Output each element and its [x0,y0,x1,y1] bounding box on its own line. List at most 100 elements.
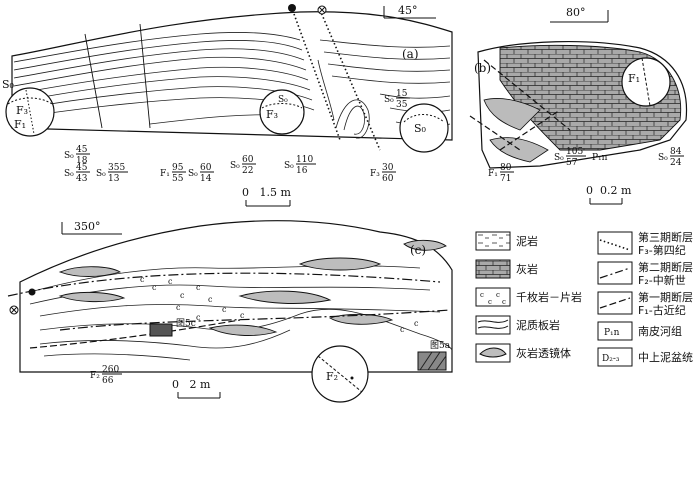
measurement: F₂ 260 66 [90,365,122,386]
svg-text:c: c [140,275,145,284]
measurement-prefix: S₀ [384,95,394,105]
measurements-a: S₀ 45 18 S₀ 45 43 S₀ 355 13 F₁ 95 [64,89,410,184]
measurement-prefix: S₀ [64,151,74,161]
stereonet-c-f2: F₂ [326,370,338,383]
svg-text:c: c [400,325,405,334]
stereonet-a-mid-f3: F₃ [266,108,278,121]
measurement: S₀ 45 43 [64,163,90,184]
svg-text:c: c [480,291,484,299]
svg-text:c: c [176,303,181,312]
legend-fault3-line2: F₃-第四纪 [638,243,686,257]
stereonet-a-left-f3: F₃ [16,104,28,117]
legend-lens: 灰岩透镜体 [475,343,571,363]
measurement-den: 16 [296,166,308,176]
svg-text:c: c [502,298,506,306]
legend-phyllite: cc cc 千枚岩－片岩 [475,287,582,307]
legend-p1n-label: 南皮河组 [638,324,682,338]
scale-c-label: 0 2 m [172,378,211,391]
measurement-den: 43 [76,174,88,184]
svg-text:c: c [414,319,419,328]
measurement-prefix: S₀ [554,153,564,163]
scale-bar-a: 0 1.5 m [242,186,291,207]
measurement-prefix: F₁ [488,169,498,179]
measurement-num: 30 [382,163,394,173]
ref-5c-label: 图5c [176,318,196,329]
legend-fault2: 第二期断层 F₂-中新世 [597,260,693,287]
measurement-num: 260 [102,365,119,375]
svg-text:c: c [488,298,492,306]
bedding-lines-a [13,31,451,139]
orientation-a: 45° [383,4,436,19]
limestone-lenses [58,239,447,336]
stereonet-a-left: S₀ F₃ F₁ [2,78,55,137]
measurement: S₀ 45 18 [64,145,90,166]
measurement-den: 57 [566,158,578,168]
legend-fault3-line1: 第三期断层 [638,230,693,244]
scale-bar-b: 0 0.2 m [586,184,632,205]
measurement-prefix: F₂ [90,371,100,381]
orientation-c: 350° [61,220,122,235]
measurement-num: 45 [76,163,88,173]
svg-text:c: c [196,283,201,292]
svg-text:c: c [196,313,201,322]
measurement-num: 60 [242,155,254,165]
legend-slate: 泥质板岩 [475,315,560,335]
stereonet-b: F₁ [621,57,671,107]
legend-lens-label: 灰岩透镜体 [516,346,571,360]
measurement-prefix: S₀ [96,169,106,179]
panel-c-label: (c) [410,243,426,257]
legend-fault2-line1: 第二期断层 [638,260,693,274]
legend-limestone: 灰岩 [475,259,538,279]
measurement: S₀ 60 22 [230,155,256,176]
measurement: S₀ 84 24 [658,147,684,168]
svg-text:c: c [222,305,227,314]
measurement-prefix: F₁ [160,169,170,179]
measurement-num: 105 [566,147,583,157]
scale-b-label: 0 0.2 m [586,184,632,197]
faults-a [84,9,381,151]
measurement-den: 24 [670,158,682,168]
faults-c [7,272,451,349]
panel-a-label: (a) [402,47,419,61]
fault-symbol-dot [28,288,36,296]
measurement-den: 55 [172,174,184,184]
legend-d23-label: 中上泥盆统 [638,350,693,364]
legend-d23-code: D₂-₃ [602,354,620,364]
ref-box-5c: 图5c [149,318,196,337]
panel-a: 45° (a) S₀ F₃ F₁ S₀ F₃ S₀ S₀ 45 [2,4,453,207]
measurement-den: 18 [76,156,88,166]
scale-a-label: 0 1.5 m [242,186,291,199]
measurement-den: 60 [382,174,394,184]
measurement: F₃ 30 60 [370,163,396,184]
measurement: S₀ 105 57 [554,147,586,168]
measurement-prefix: F₃ [370,169,380,179]
measurement-num: 95 [172,163,184,173]
measurement-den: 66 [102,376,114,386]
panel-b-label: (b) [474,61,491,75]
phyllite-marks: ccc ccc ccc ccc [140,275,419,334]
measurement: S₀ 60 14 [188,163,214,184]
legend-p1n-code: P₁n [604,328,620,338]
measurement-num: 84 [670,147,682,157]
measurement-prefix: S₀ [188,169,198,179]
measurement-prefix: S₀ [658,153,668,163]
legend-fault1-line2: F₁-古近纪 [638,304,686,317]
measurement-num: 15 [396,89,408,99]
measurement-prefix: S₀ [64,169,74,179]
measurement: S₀ 110 16 [284,155,316,176]
stereonet-a-right-s0: S₀ [414,122,427,135]
measurement-num: 45 [76,145,88,155]
ref-box-5a: 图5a [417,340,451,371]
measurement-prefix: S₀ [230,161,240,171]
legend-d23: D₂-₃ 中上泥盆统 [597,347,693,367]
legend-fault3: 第三期断层 F₃-第四纪 [597,230,693,257]
stereonet-c: F₂ [311,345,369,403]
legend: 泥岩 灰岩 cc cc 千枚岩－片岩 泥质板岩 灰岩透镜体 第三期断层 F₃-第 [475,230,693,367]
legend-fault2-line2: F₂-中新世 [638,273,686,287]
svg-text:c: c [496,291,500,299]
measurement: F₁ 80 71 [488,163,514,184]
orientation-c-label: 350° [74,220,101,233]
measurement: S₀ 15 35 [384,89,410,110]
legend-mudstone: 泥岩 [475,231,538,251]
